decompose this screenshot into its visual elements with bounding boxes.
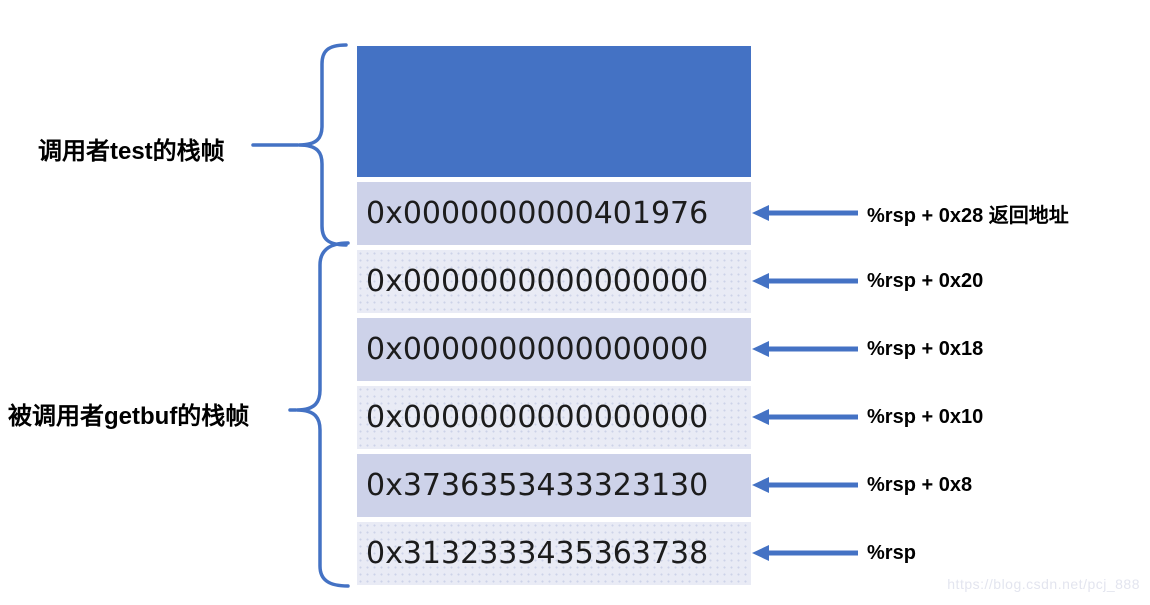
stack-row-value: 0x3132333435363738 bbox=[366, 536, 709, 571]
rsp-annotation-label: %rsp + 0x20 bbox=[867, 269, 984, 292]
stack-row-value: 0x0000000000000000 bbox=[366, 264, 709, 299]
rsp-annotation-label: %rsp + 0x18 bbox=[867, 337, 984, 360]
stack-row-value: 0x0000000000000000 bbox=[366, 400, 709, 435]
stack-row: 0x0000000000000000 bbox=[357, 386, 751, 449]
left-arrow-icon bbox=[752, 477, 858, 493]
rsp-annotation-label: %rsp + 0x8 bbox=[867, 473, 973, 496]
stack-row: 0x3132333435363738 bbox=[357, 522, 751, 585]
left-arrow-icon bbox=[752, 409, 858, 425]
rsp-annotation: %rsp + 0x10 bbox=[752, 406, 983, 428]
rsp-annotation: %rsp + 0x18 bbox=[752, 338, 983, 360]
rsp-annotation: %rsp + 0x20 bbox=[752, 270, 983, 292]
stack-row-value: 0x3736353433323130 bbox=[366, 468, 709, 503]
stack-row: 0x0000000000000000 bbox=[357, 318, 751, 381]
stack-diagram: 0x0000000000401976 0x0000000000000000 0x… bbox=[357, 46, 751, 590]
curly-brace-callee bbox=[296, 241, 350, 588]
rsp-annotation-label: %rsp + 0x10 bbox=[867, 405, 984, 428]
caller-frame-block bbox=[357, 46, 751, 177]
caller-frame-label: 调用者test的栈帧 bbox=[38, 138, 225, 165]
stack-row: 0x3736353433323130 bbox=[357, 454, 751, 517]
left-arrow-icon bbox=[752, 205, 858, 221]
watermark: https://blog.csdn.net/pcj_888 bbox=[947, 576, 1140, 592]
stack-row: 0x0000000000401976 bbox=[357, 182, 751, 245]
stack-row-value: 0x0000000000401976 bbox=[366, 196, 709, 231]
stack-row-value: 0x0000000000000000 bbox=[366, 332, 709, 367]
left-arrow-icon bbox=[752, 545, 858, 561]
left-arrow-icon bbox=[752, 341, 858, 357]
left-arrow-icon bbox=[752, 273, 858, 289]
curly-brace-caller bbox=[298, 43, 348, 247]
braces-overlay bbox=[251, 43, 350, 588]
rsp-annotation: %rsp + 0x8 bbox=[752, 474, 972, 496]
rsp-annotation-label: %rsp + 0x28 返回地址 bbox=[867, 204, 1069, 227]
rsp-annotation-label: %rsp bbox=[867, 541, 916, 564]
stack-row: 0x0000000000000000 bbox=[357, 250, 751, 313]
rsp-annotation: %rsp + 0x28 返回地址 bbox=[752, 202, 1069, 227]
rsp-annotation: %rsp bbox=[752, 542, 916, 564]
callee-frame-label: 被调用者getbuf的栈帧 bbox=[8, 403, 250, 430]
